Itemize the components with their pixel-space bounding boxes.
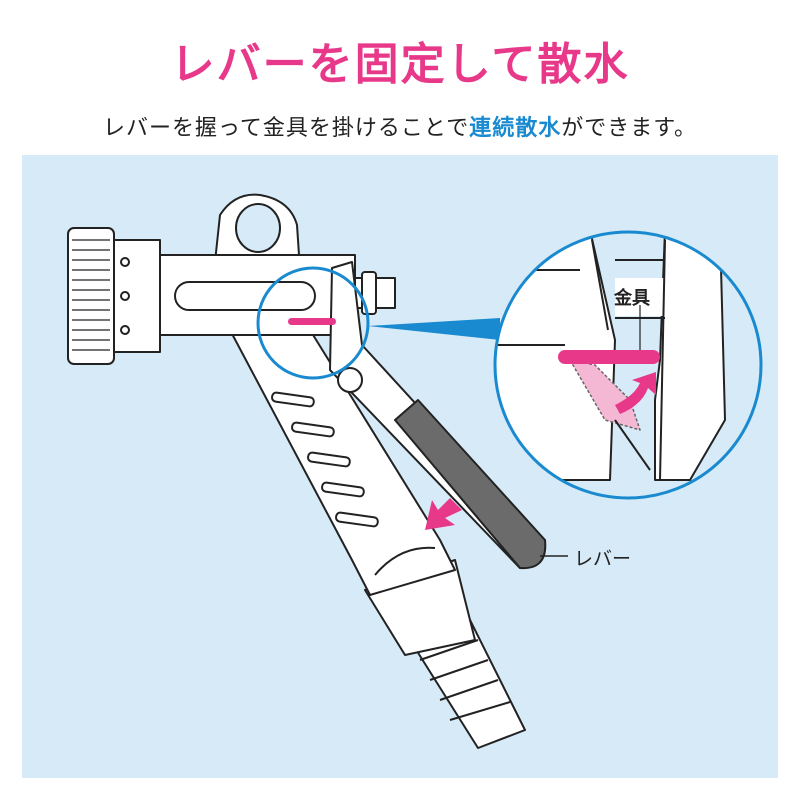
detail-zoom-view	[493, 230, 763, 500]
squeeze-arrow-icon	[425, 498, 462, 530]
detail-marker-circle	[256, 266, 370, 380]
page-title: レバーを固定して散水	[170, 39, 630, 90]
subtitle-text-end: ができます。	[561, 116, 698, 141]
subtitle-text: レバーを握って金具を掛けることで	[102, 116, 470, 141]
nozzle-dial	[67, 227, 115, 365]
subtitle-highlight: 連続散水	[469, 116, 562, 141]
lever-label: レバー	[574, 548, 632, 570]
subtitle: レバーを握って金具を掛けることで連続散水ができます。	[0, 110, 800, 142]
fitting-label: 金具	[614, 288, 650, 309]
grip-slots	[271, 391, 379, 528]
nozzle-collar	[111, 239, 161, 353]
lever-grip	[394, 399, 547, 570]
